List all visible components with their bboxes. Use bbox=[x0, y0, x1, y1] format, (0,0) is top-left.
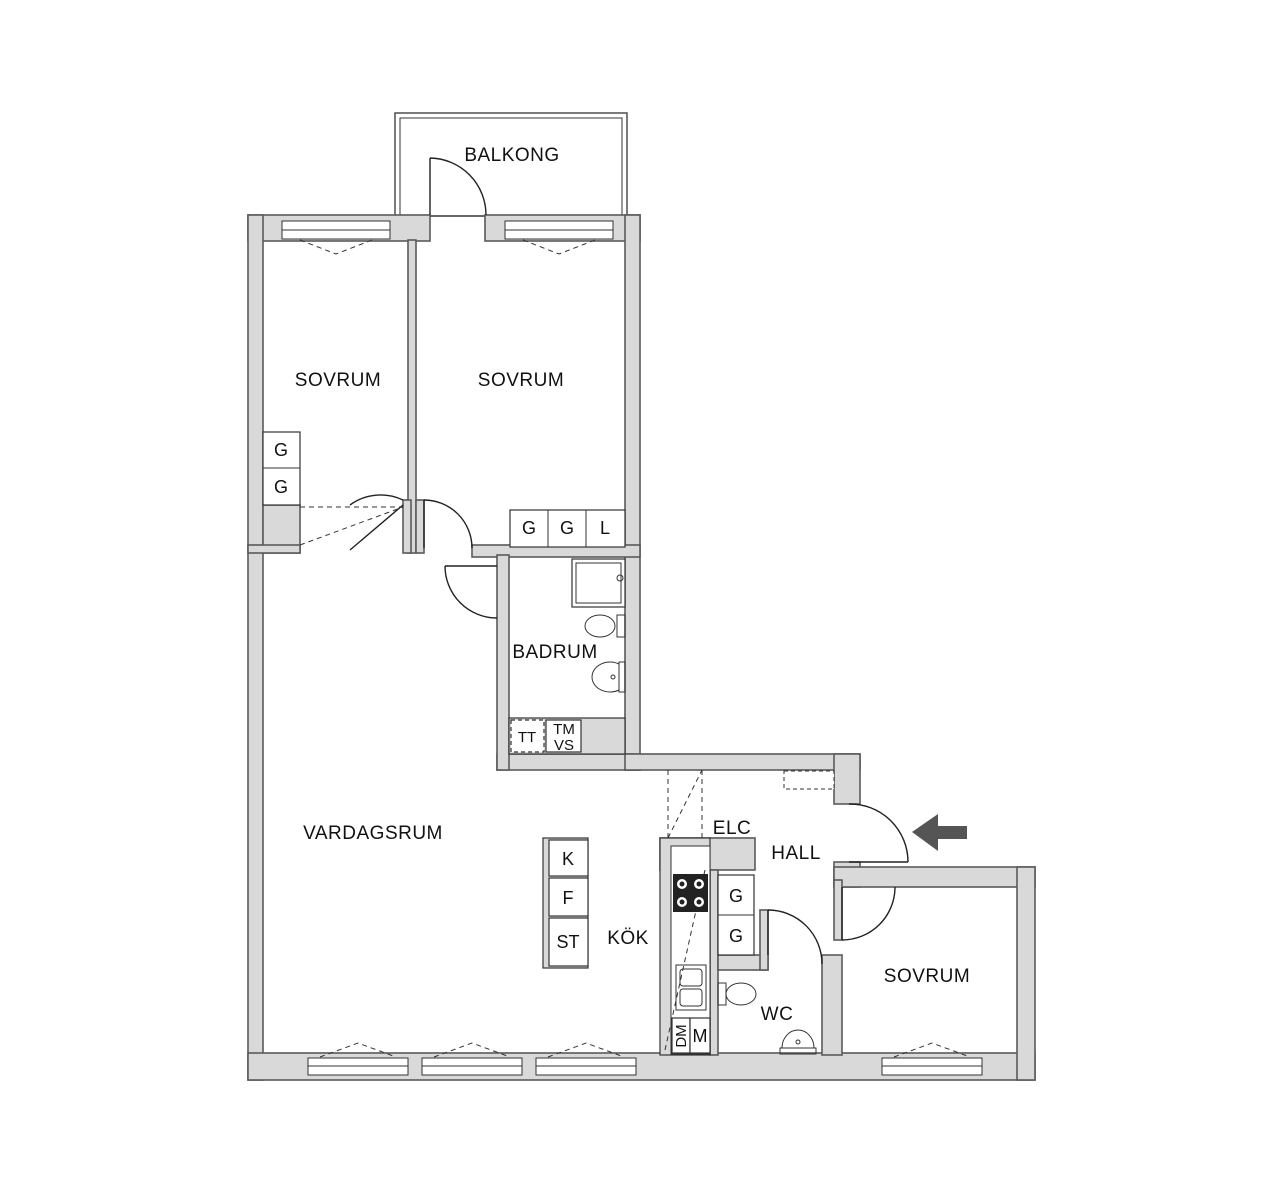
arrow-left-icon bbox=[912, 814, 967, 851]
door-entrance[interactable] bbox=[848, 803, 909, 863]
freezer-label: F bbox=[563, 888, 574, 908]
balcony bbox=[394, 112, 628, 217]
room-label-balcony: BALKONG bbox=[464, 145, 559, 166]
sink-icon bbox=[779, 1029, 817, 1055]
room-label-bedroom-2: SOVRUM bbox=[478, 370, 564, 391]
closet-label: G bbox=[522, 518, 536, 538]
room-labels: BALKONG SOVRUM SOVRUM BADRUM VARDAGSRUM … bbox=[295, 145, 970, 1025]
closet-label: G bbox=[274, 477, 288, 497]
door-bedroom-3[interactable] bbox=[841, 886, 896, 941]
room-label-bedroom-3: SOVRUM bbox=[884, 966, 970, 987]
water-heater-label: VS bbox=[554, 737, 574, 754]
room-label-living-room: VARDAGSRUM bbox=[303, 823, 443, 844]
stove-icon bbox=[673, 874, 708, 912]
dryer-label: TT bbox=[518, 729, 536, 746]
storage-label: ST bbox=[556, 932, 579, 952]
closet-label: G bbox=[729, 886, 743, 906]
bedroom-2-closets: G G L bbox=[509, 509, 626, 548]
hall-closets: G G bbox=[717, 770, 835, 956]
room-label-wc: WC bbox=[761, 1004, 794, 1025]
closet-label: G bbox=[729, 926, 743, 946]
bedroom-1-closets: G G bbox=[262, 431, 301, 506]
shower-icon bbox=[571, 558, 626, 608]
door-bathroom[interactable] bbox=[444, 565, 498, 619]
washer-label: TM bbox=[553, 721, 575, 738]
window-living-1 bbox=[307, 1042, 409, 1076]
dishwasher-label: DM bbox=[673, 1024, 690, 1047]
kitchen-island: K F ST bbox=[542, 837, 589, 969]
closet-label: G bbox=[560, 518, 574, 538]
bathroom-fixtures: TT TM VS bbox=[508, 558, 626, 755]
window-bedroom-3 bbox=[881, 1042, 983, 1076]
linen-closet-label: L bbox=[600, 518, 610, 538]
room-label-bedroom-1: SOVRUM bbox=[295, 370, 381, 391]
door-wc[interactable] bbox=[767, 909, 823, 965]
room-label-bathroom: BADRUM bbox=[512, 642, 597, 663]
wc-fixtures bbox=[717, 982, 817, 1055]
kitchen-sink-icon bbox=[675, 964, 707, 1011]
room-label-electrical: ELC bbox=[713, 818, 751, 839]
room-label-hall: HALL bbox=[771, 843, 821, 864]
room-label-kitchen: KÖK bbox=[607, 928, 649, 949]
microwave-label: M bbox=[693, 1026, 708, 1046]
fridge-label: K bbox=[562, 849, 574, 869]
window-bedroom-2 bbox=[504, 220, 614, 255]
closet-label: G bbox=[274, 440, 288, 460]
toilet-icon bbox=[717, 982, 757, 1006]
door-balcony[interactable] bbox=[429, 157, 487, 216]
window-bedroom-1 bbox=[281, 220, 391, 255]
window-living-2 bbox=[421, 1042, 523, 1076]
window-living-3 bbox=[535, 1042, 637, 1076]
exterior-walls bbox=[247, 214, 1036, 1081]
kitchen-counter: DM M bbox=[659, 769, 711, 1056]
door-bedroom-1[interactable] bbox=[299, 494, 404, 551]
sink-icon bbox=[591, 661, 626, 693]
door-bedroom-2[interactable] bbox=[423, 499, 473, 549]
windows bbox=[281, 220, 983, 1076]
doors bbox=[299, 157, 909, 965]
toilet-icon bbox=[584, 614, 626, 638]
